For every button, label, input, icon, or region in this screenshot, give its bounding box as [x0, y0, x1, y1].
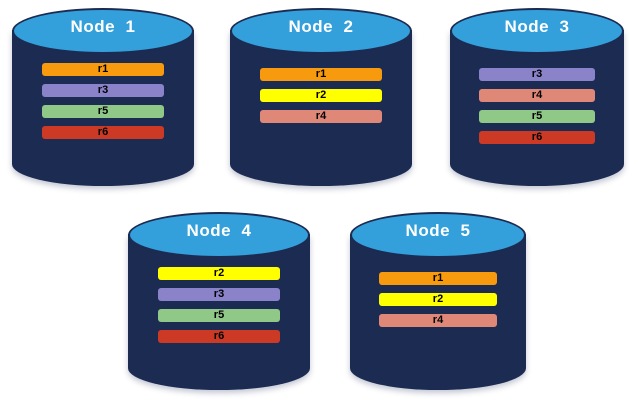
cylinder-top-ellipse — [450, 8, 624, 54]
database-node-1[interactable]: Node 1 r1 r3 r5 r6 — [12, 8, 194, 186]
replica-bar[interactable]: r6 — [479, 131, 595, 144]
database-node-4[interactable]: Node 4 r2 r3 r5 r6 — [128, 212, 310, 390]
replica-list: r3 r4 r5 r6 — [450, 68, 624, 144]
replica-list: r2 r3 r5 r6 — [128, 267, 310, 343]
replica-bar[interactable]: r4 — [379, 314, 497, 327]
replica-bar[interactable]: r5 — [479, 110, 595, 123]
replica-bar[interactable]: r3 — [42, 84, 164, 97]
node-title: Node 5 — [405, 221, 471, 240]
replica-bar[interactable]: r1 — [379, 272, 497, 285]
node-title: Node 3 — [504, 17, 570, 36]
replica-bar[interactable]: r2 — [260, 89, 382, 102]
replica-bar[interactable]: r1 — [260, 68, 382, 81]
cylinder-top-ellipse — [230, 8, 412, 54]
cylinder-shape — [350, 212, 526, 390]
node-title: Node 1 — [70, 17, 136, 36]
replica-bar[interactable]: r6 — [42, 126, 164, 139]
replica-bar[interactable]: r4 — [479, 89, 595, 102]
cylinder-body — [350, 234, 526, 390]
cylinder-shape — [450, 8, 624, 186]
replica-bar[interactable]: r4 — [260, 110, 382, 123]
replica-list: r1 r3 r5 r6 — [12, 63, 194, 139]
replica-bar[interactable]: r5 — [42, 105, 164, 118]
replica-bar[interactable]: r3 — [479, 68, 595, 81]
node-title: Node 2 — [288, 17, 354, 36]
cylinder-top-ellipse — [128, 212, 310, 258]
replica-bar[interactable]: r2 — [158, 267, 280, 280]
cylinder-body — [450, 30, 624, 186]
cylinder-shape — [230, 8, 412, 186]
cylinder-top-ellipse — [12, 8, 194, 54]
replica-bar[interactable]: r1 — [42, 63, 164, 76]
replica-bar[interactable]: r6 — [158, 330, 280, 343]
replica-bar[interactable]: r3 — [158, 288, 280, 301]
database-node-3[interactable]: Node 3 r3 r4 r5 r6 — [450, 8, 624, 186]
replica-list: r1 r2 r4 — [230, 68, 412, 123]
cylinder-body — [230, 30, 412, 186]
node-title: Node 4 — [186, 221, 252, 240]
replica-bar[interactable]: r5 — [158, 309, 280, 322]
database-node-5[interactable]: Node 5 r1 r2 r4 — [350, 212, 526, 390]
replica-bar[interactable]: r2 — [379, 293, 497, 306]
database-node-2[interactable]: Node 2 r1 r2 r4 — [230, 8, 412, 186]
cylinder-top-ellipse — [350, 212, 526, 258]
replica-list: r1 r2 r4 — [350, 272, 526, 327]
